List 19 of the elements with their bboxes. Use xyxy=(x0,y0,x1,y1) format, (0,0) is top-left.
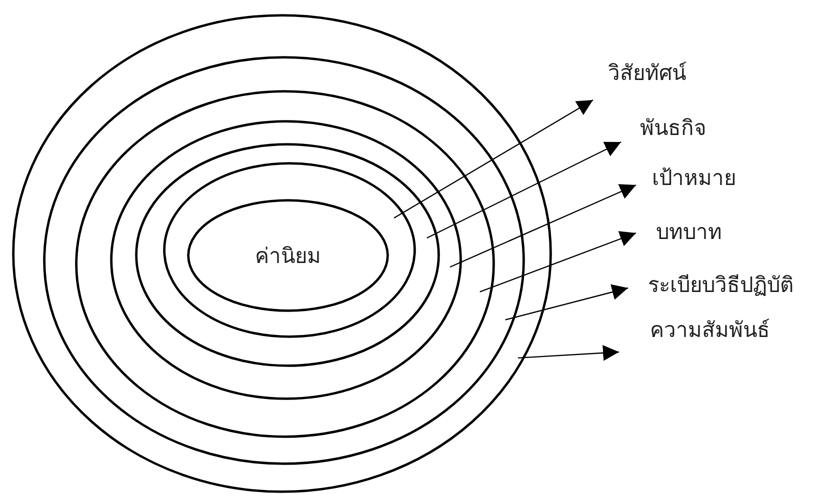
arrow xyxy=(426,141,622,239)
arrow xyxy=(505,284,628,320)
ring-label: บทบาท xyxy=(635,217,722,247)
ring-label: ระเบียบวิธีปฏิบัติ xyxy=(627,270,794,300)
arrow xyxy=(480,231,636,292)
ring-label: พันธกิจ xyxy=(620,113,706,145)
ring-ellipse xyxy=(110,120,462,400)
ring-ellipse xyxy=(163,162,416,338)
ring-ellipse xyxy=(12,14,552,493)
ring-ellipse xyxy=(135,143,440,367)
arrow xyxy=(518,344,620,361)
ring-ellipse xyxy=(75,90,495,438)
ring-label: เป้าหมาย xyxy=(635,163,736,193)
core-ellipse: ค่านิยม xyxy=(187,199,389,312)
arrow xyxy=(450,184,636,268)
ring-ellipse xyxy=(43,56,525,465)
ring-label: ความสัมพันธ์ xyxy=(618,315,770,355)
arrow xyxy=(394,99,594,218)
ring-label: วิสัยทัศน์ xyxy=(592,58,686,103)
